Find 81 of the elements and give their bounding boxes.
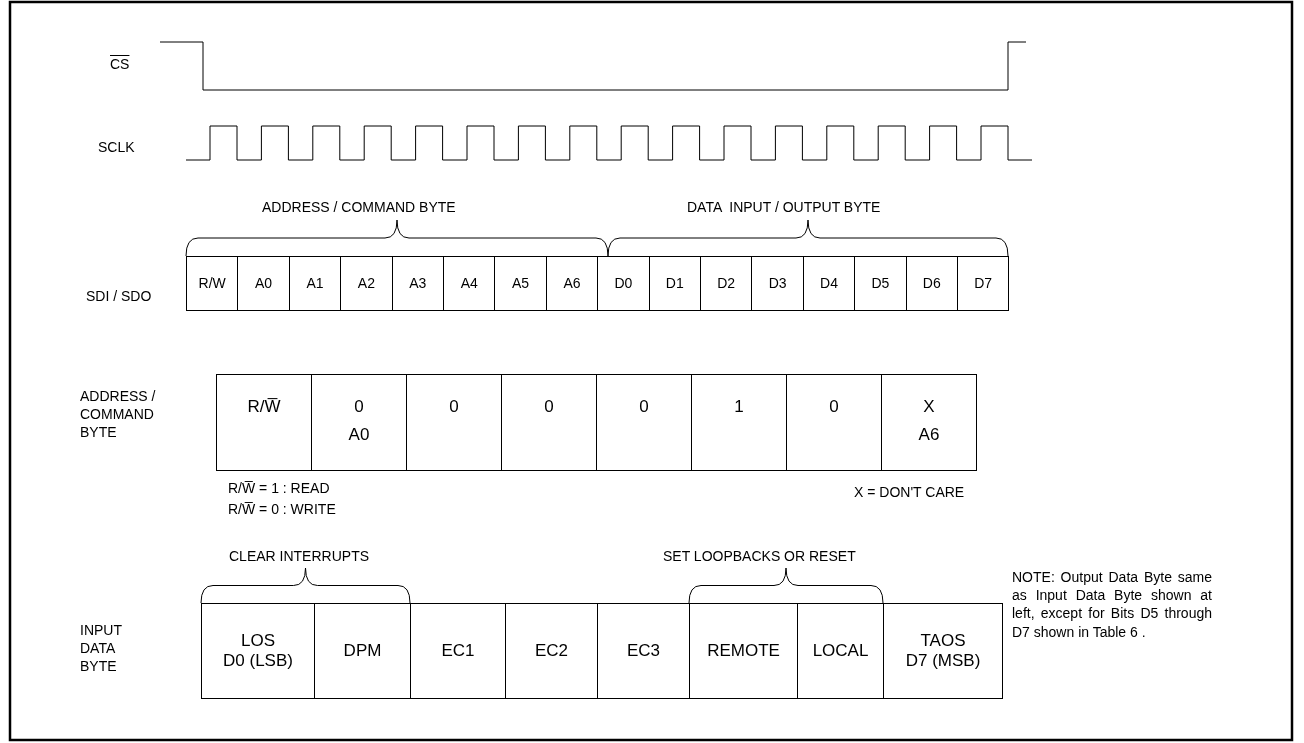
bit-cell <box>700 256 753 311</box>
bit-cell <box>311 374 407 471</box>
bit-label: EC3 <box>626 640 661 662</box>
label-text: SDI / SDO <box>86 288 152 306</box>
bit-label: 1 <box>734 397 744 418</box>
bit-label: D7 (MSB) <box>905 651 981 672</box>
bit-label: REMOTE <box>707 640 780 662</box>
bit-label: LOCAL <box>812 640 869 662</box>
label-text: CS <box>110 56 130 74</box>
bit-label: A5 <box>512 275 530 292</box>
bit-label: A4 <box>460 275 478 292</box>
bit-label: D5 <box>871 275 890 292</box>
bit-cell <box>237 256 290 311</box>
bit-cell <box>410 603 506 699</box>
bit-cell <box>802 256 856 311</box>
bit-cell <box>545 256 599 311</box>
bit-cell <box>751 256 804 311</box>
bit-cell <box>314 603 411 699</box>
bit-cell <box>691 374 787 471</box>
bit-cell <box>883 603 1003 699</box>
bit-label: D0 <box>614 275 633 292</box>
bit-label: DPM <box>343 640 382 662</box>
bit-label: 0 <box>639 397 649 418</box>
bit-label: A6 <box>563 275 581 292</box>
bit-label: 0 <box>354 397 364 418</box>
bit-cell <box>597 603 690 699</box>
bit-label: D3 <box>768 275 787 292</box>
label-text: SET LOOPBACKS OR RESET <box>663 548 856 566</box>
bit-cell <box>216 374 312 471</box>
bit-label: A0 <box>255 275 273 292</box>
label-text: ADDRESS / COMMAND BYTE <box>80 387 157 442</box>
bit-label: A6 <box>918 425 940 446</box>
bit-label: 0 <box>449 397 459 418</box>
bit-cell <box>505 603 598 699</box>
label-text: R/W̅ = 0 : WRITE <box>228 501 336 519</box>
bit-cell <box>391 256 444 311</box>
bit-cell <box>186 256 239 311</box>
bit-label: A0 <box>348 425 370 446</box>
bit-label: X <box>923 397 935 418</box>
bit-cell <box>786 374 882 471</box>
bit-cell <box>494 256 547 311</box>
bit-label: D1 <box>665 275 684 292</box>
bit-label: A1 <box>306 275 324 292</box>
bit-label: 0 <box>544 397 554 418</box>
bit-label: D6 <box>922 275 941 292</box>
bit-label: EC2 <box>534 640 569 662</box>
bit-cell <box>957 256 1010 311</box>
bit-label: 0 <box>829 397 839 418</box>
bit-label: D2 <box>717 275 736 292</box>
bit-label: R/W̅ <box>247 397 281 418</box>
bit-cell <box>501 374 597 471</box>
label-text: CLEAR INTERRUPTS <box>229 548 370 566</box>
bit-label: R/W <box>198 275 226 292</box>
label-text: DATA INPUT / OUTPUT BYTE <box>687 199 881 217</box>
bit-cell <box>443 256 496 311</box>
bit-cell <box>881 374 977 471</box>
bit-cell <box>201 603 315 699</box>
bit-label: A2 <box>357 275 375 292</box>
bit-cell <box>854 256 907 311</box>
label-text: X = DON'T CARE <box>854 484 965 502</box>
bit-label: EC1 <box>441 640 475 662</box>
bit-cell <box>905 256 958 311</box>
bit-cell <box>340 256 393 311</box>
label-text: SCLK <box>98 139 135 157</box>
label-text: R/W̅ = 1 : READ <box>228 480 330 498</box>
bit-label: D4 <box>820 275 838 292</box>
bit-label: LOS <box>241 630 275 651</box>
bit-label: TAOS <box>920 630 966 651</box>
bit-cell <box>596 374 692 471</box>
bit-cell <box>689 603 798 699</box>
bit-cell <box>288 256 342 311</box>
note-text: NOTE: Output Data Byte same as Input Data Byte shown at left, except for Bits D5 through D7 shown in Table 6 . <box>1012 568 1212 641</box>
bit-cell <box>797 603 884 699</box>
bit-cell <box>597 256 650 311</box>
bit-label: D7 <box>974 275 993 292</box>
label-text: INPUT DATA BYTE <box>80 621 123 676</box>
bit-cell <box>406 374 502 471</box>
bit-label: D0 (LSB) <box>223 651 293 672</box>
bit-cell <box>648 256 701 311</box>
bit-label: A3 <box>409 275 427 292</box>
label-text: ADDRESS / COMMAND BYTE <box>262 199 456 217</box>
